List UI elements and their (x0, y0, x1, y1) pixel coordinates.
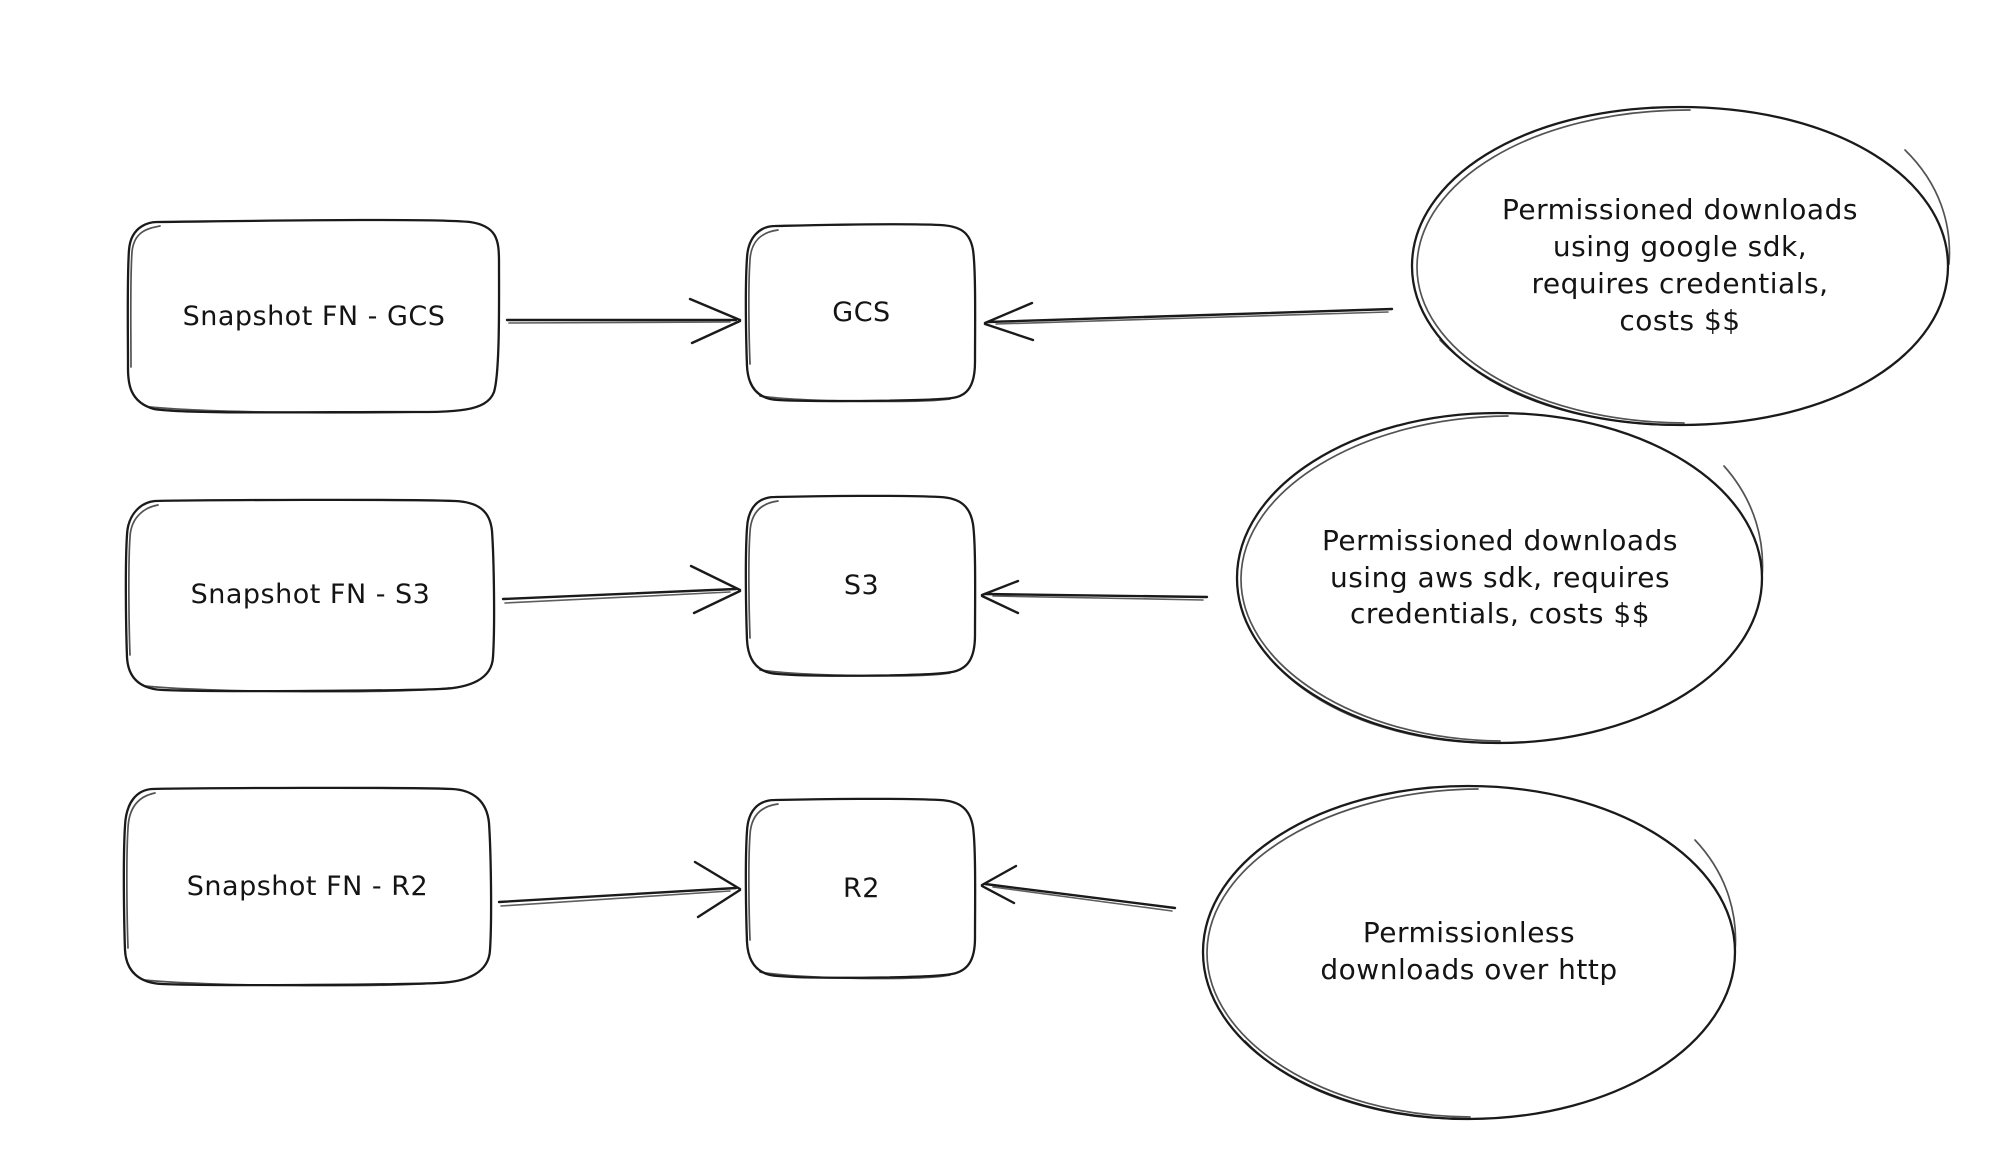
node-snapshot-fn-r2-shape (122, 786, 493, 987)
edge-note-s3-to-s3-shape (980, 579, 1209, 615)
node-snapshot-fn-gcs-shape (126, 218, 501, 414)
note-r2-shape (1201, 784, 1737, 1121)
node-r2-shape (744, 797, 977, 980)
note-s3-shape (1235, 411, 1764, 745)
node-gcs-shape (744, 222, 977, 403)
edge-snapshot-s3-to-s3-shape (501, 564, 742, 615)
edge-snapshot-gcs-to-gcs-shape (505, 297, 742, 345)
edge-note-gcs-to-gcs-shape (983, 301, 1394, 342)
edge-snapshot-r2-to-r2-shape (497, 860, 742, 919)
node-s3-shape (744, 494, 977, 677)
edge-note-r2-to-r2-shape (980, 864, 1177, 912)
note-gcs-shape (1410, 105, 1951, 427)
node-snapshot-fn-s3-shape (124, 498, 496, 693)
